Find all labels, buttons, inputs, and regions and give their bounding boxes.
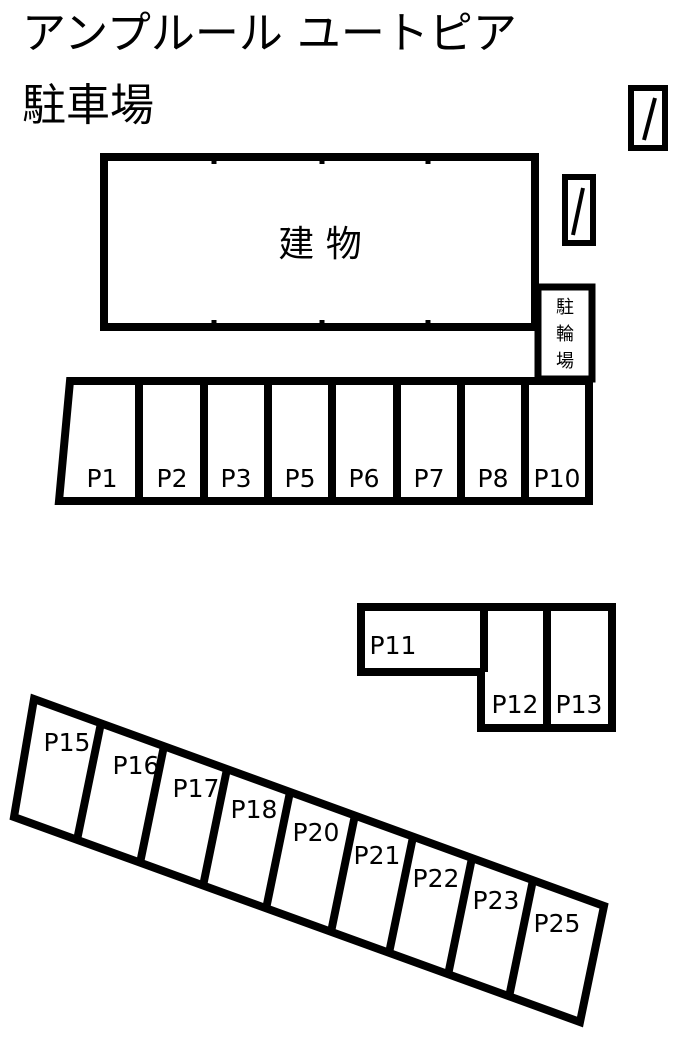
parking-space-label: P5 [285,464,316,493]
parking-space-label: P17 [173,774,220,803]
map-title-line1: アンプルール ユートピア [22,8,517,59]
parking-space-label: P25 [534,909,581,938]
marker-sign-top-right [628,85,668,151]
marker-sign-mid-right [562,174,596,246]
map-title-line2: 駐車場 [22,80,154,131]
parking-space-label: P23 [473,886,520,915]
parking-space-label: P18 [231,795,278,824]
bike-parking-char-1: 駐 [556,297,574,318]
parking-space-label: P21 [354,841,401,870]
bike-parking: 駐 輪 場 [534,283,596,383]
parking-space-label: P13 [556,690,603,719]
parking-space-label: P12 [492,690,539,719]
parking-space-label: P3 [221,464,252,493]
building-label: 建 物 [278,224,361,265]
building: 建 物 [100,153,539,331]
parking-space-label: P11 [370,631,417,660]
parking-row-top: P1 P2 P3 P5 P6 P7 P8 P10 [54,377,593,505]
bike-parking-char-2: 輪 [556,324,574,345]
parking-space-label: P16 [113,751,160,780]
parking-space-label: P1 [87,464,118,493]
parking-space-label: P22 [413,864,460,893]
parking-space-label: P20 [293,818,340,847]
parking-space-label: P10 [534,464,581,493]
parking-space-label: P8 [478,464,509,493]
parking-group-middle: P11 P12 P13 [357,603,616,732]
parking-space-label: P15 [44,728,91,757]
parking-space-label: P2 [157,464,188,493]
parking-space-label: P7 [414,464,445,493]
parking-space-label: P6 [349,464,380,493]
bike-parking-char-3: 場 [556,351,574,372]
parking-row-diagonal: P15 P16 P17 P18 P20 P21 P22 P23 P25 [9,693,609,1028]
